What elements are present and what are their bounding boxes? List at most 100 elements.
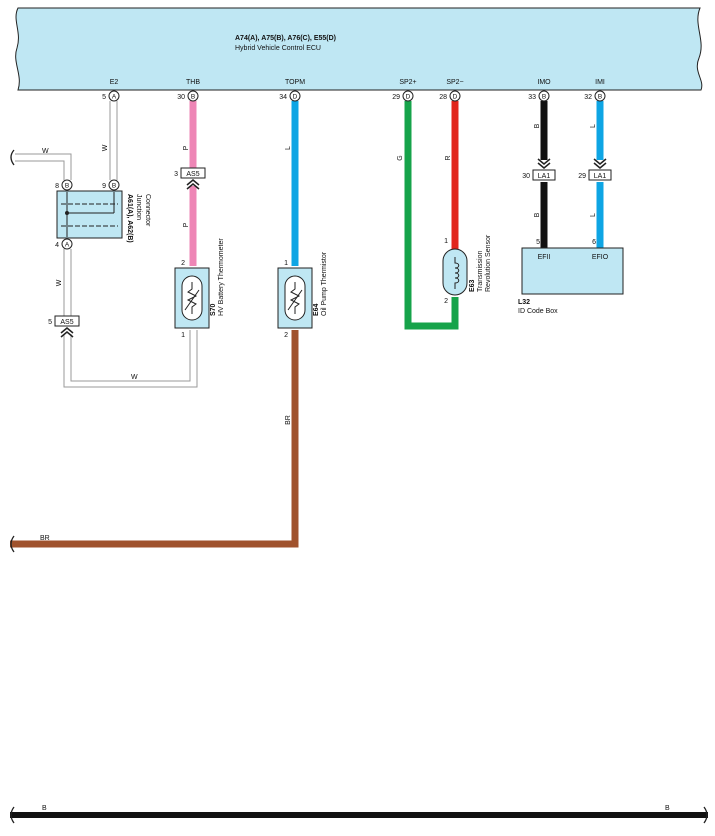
wire-label-w-vertical: W [102,144,109,151]
s70-resistor-icon [184,282,200,314]
e63-name2: Revolution Sensor [485,234,492,292]
wire-label-ground-right: B [665,805,670,812]
connector-la1-imi-chevron [593,158,607,169]
junction-desc1: Junction [135,194,142,220]
ecu-terminal-topm: TOPM [285,79,305,86]
wire-label-sp2p: G [397,155,404,160]
connector-as5-left-chevron [60,327,74,338]
pin-conn-topm: D [293,94,298,101]
ecu-terminal-e2: E2 [110,79,119,86]
junction-internal-lines [61,192,118,237]
connector-as5-left-name: AS5 [60,319,73,326]
wire-label-imi-upper: L [590,124,597,128]
e64-pin-bottom: 2 [284,332,288,339]
pin-num-sp2m: 28 [439,94,447,101]
junction-conn-4: A [65,242,70,249]
s70-pin-bottom: 1 [181,332,185,339]
pin-circle-thb [187,90,199,102]
wire-label-br-horizontal: BR [40,535,50,542]
junction-pin-circle-4 [61,238,73,250]
connector-la1-imi-name: LA1 [594,173,607,180]
pin-conn-sp2p: D [406,94,411,101]
connector-la1-imo [532,169,556,181]
e63-pin-top: 1 [444,238,448,245]
connector-as5-left [54,315,80,327]
s70-id: S70 [210,303,217,316]
ecu-terminal-thb: THB [186,79,200,86]
junction-pin-circle-9 [108,179,120,191]
pin-num-e2: 5 [102,94,106,101]
junction-pin-8: 8 [55,183,59,190]
l32-name: ID Code Box [518,308,558,315]
e64-name: Oil Pump Thermistor [321,251,328,316]
pin-conn-sp2m: D [453,94,458,101]
s70-name: HV Battery Thermometer [218,238,225,316]
ecu-terminal-imi: IMI [595,79,605,86]
pin-circle-topm [289,90,301,102]
l32-terminal-efii: EFII [538,254,551,261]
junction-node [65,211,69,215]
e63-sensor-body [442,248,468,296]
wire-sp2p-green [404,101,459,330]
wire-break-ground-left [10,806,15,824]
connector-la1-imo-chevron [537,158,551,169]
wire-junction-down-white [63,249,72,316]
connector-la1-imo-pin: 30 [522,173,530,180]
wire-label-imi-lower: L [590,213,597,217]
wire-label-w-left: W [56,279,63,286]
e63-name1: Transmission [477,251,484,292]
pin-num-sp2p: 29 [392,94,400,101]
connector-as5-thb-chevron [186,179,200,190]
e64-resistor-icon [287,282,303,314]
ecu-terminal-imo: IMO [537,79,551,86]
wire-label-w-bottom: W [131,374,138,381]
wire-label-thb-upper: P [183,145,190,150]
junction-pin-circle-8 [61,179,73,191]
junction-name: A61(A), A62(B) [126,194,133,243]
pin-num-topm: 34 [279,94,287,101]
ecu-subtitle: Hybrid Vehicle Control ECU [235,45,321,52]
wire-e2-white [109,101,118,180]
pin-conn-e2: A [112,94,117,101]
connector-as5-thb-name: AS5 [186,171,199,178]
e63-id: E63 [469,279,476,292]
connector-as5-left-pin: 5 [48,319,52,326]
pin-num-imo: 33 [528,94,536,101]
junction-conn-8: B [65,183,69,190]
pin-circle-sp2m [449,90,461,102]
pin-num-thb: 30 [177,94,185,101]
connector-la1-imo-name: LA1 [538,173,551,180]
ecu-block [15,7,703,91]
pin-circle-imo [538,90,550,102]
connector-as5-thb [180,167,206,179]
connector-la1-imi-pin: 29 [578,173,586,180]
junction-pin-4: 4 [55,242,59,249]
wire-label-sp2m: R [445,155,452,160]
l32-id: L32 [518,299,530,306]
pin-circle-imi [594,90,606,102]
junction-pin-9: 9 [102,183,106,190]
wire-break-ground-right [703,806,708,824]
ecu-terminal-sp2m: SP2− [446,79,463,86]
l32-pin-left: 5 [536,239,540,246]
pin-conn-thb: B [191,94,195,101]
wire-bottom-white [63,330,198,388]
e63-coil-icon [454,257,460,289]
ecu-title: A74(A), A75(B), A76(C), E55(D) [235,35,336,42]
wire-left-white [15,153,72,180]
pin-num-imi: 32 [584,94,592,101]
junction-desc2: Connector [144,194,151,227]
l32-id-code-box [521,247,624,295]
e63-pin-bottom: 2 [444,298,448,305]
e64-id: E64 [313,303,320,316]
wire-label-topm: L [285,146,292,150]
pin-circle-e2 [108,90,120,102]
e64-pin-top: 1 [284,260,288,267]
connector-la1-imi [588,169,612,181]
wire-break-left-white [10,149,15,166]
wire-label-imo-upper: B [534,123,541,128]
wire-label-br-vertical: BR [285,415,292,425]
s70-pin-top: 2 [181,260,185,267]
pin-conn-imo: B [542,94,546,101]
pin-circle-sp2p [402,90,414,102]
